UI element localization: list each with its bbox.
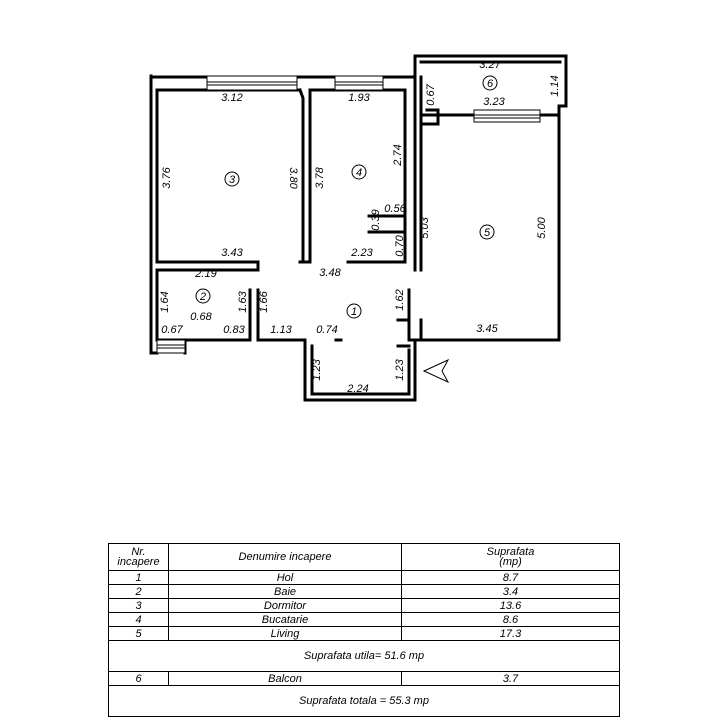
dim-label: 3.23 (483, 96, 505, 108)
header-area-line1: Suprafata (486, 546, 535, 558)
dim-label: 5.03 (419, 216, 431, 238)
table-row: 5 Living 17.3 (108, 626, 620, 641)
dim-label: 0.83 (223, 324, 245, 336)
window-living (473, 109, 541, 123)
dim-label: 1.66 (258, 290, 270, 312)
dim-label: 3.80 (287, 167, 299, 189)
total-area: Suprafata totala = 55.3 mp (108, 685, 620, 717)
window-bath (156, 339, 186, 354)
header-nr-line1: Nr. (131, 546, 146, 558)
room-number-1: 1 (351, 306, 357, 318)
dim-label: 3.43 (221, 247, 243, 259)
header-area-line2: (mp) (499, 556, 522, 568)
dim-label: 0.68 (190, 311, 212, 323)
cell-area: 8.7 (401, 570, 620, 585)
dim-label: 0.67 (161, 324, 183, 336)
floor-plan: 1 2 3 4 5 6 3.12 3.76 3.80 3.43 1.93 3.7… (149, 54, 568, 402)
dim-label: 0.70 (394, 234, 406, 256)
dim-label: 1.23 (311, 358, 323, 380)
cell-nr: 2 (108, 584, 169, 599)
dim-label: 1.13 (270, 324, 292, 336)
dim-label: 5.00 (536, 216, 548, 238)
cell-area: 13.6 (401, 598, 620, 613)
dim-label: 0.67 (425, 83, 437, 105)
useful-area-total: Suprafata utila= 51.6 mp (108, 640, 620, 672)
room-number-3: 3 (229, 174, 236, 186)
room-number-6: 6 (487, 78, 494, 90)
cell-area: 17.3 (401, 626, 620, 641)
dim-label: 3.12 (221, 92, 242, 104)
dim-label: 1.14 (549, 75, 561, 96)
dim-label: 0.74 (316, 324, 337, 336)
header-nr-line2: incapere (117, 556, 160, 568)
window-kitchen (334, 75, 384, 91)
table-row: 2 Baie 3.4 (108, 584, 620, 599)
dim-label: 2.74 (392, 144, 404, 166)
room-number-2: 2 (199, 291, 206, 303)
cell-name: Dormitor (168, 598, 402, 613)
cell-name: Living (168, 626, 402, 641)
dim-label: 1.62 (394, 289, 406, 310)
dim-label: 0.39 (370, 209, 382, 230)
table-row: 1 Hol 8.7 (108, 570, 620, 585)
cell-name: Baie (168, 584, 402, 599)
room-number-4: 4 (356, 167, 362, 179)
dim-label: 0.56 (384, 203, 406, 215)
cell-area: 3.4 (401, 584, 620, 599)
cell-name: Hol (168, 570, 402, 585)
dim-label: 2.24 (346, 383, 368, 395)
total-area-row: Suprafata totala = 55.3 mp (108, 685, 620, 717)
cell-area: 8.6 (401, 612, 620, 627)
window-bedroom (206, 75, 298, 91)
dim-label: 3.48 (319, 267, 341, 279)
table-row: 4 Bucatarie 8.6 (108, 612, 620, 627)
dim-label: 2.23 (350, 247, 373, 259)
cell-nr: 4 (108, 612, 169, 627)
header-area: Suprafata (mp) (401, 543, 620, 571)
cell-nr: 1 (108, 570, 169, 585)
table-header-row: Nr. incapere Denumire incapere Suprafata… (108, 543, 620, 571)
useful-area-row: Suprafata utila= 51.6 mp (108, 640, 620, 672)
cell-nr: 5 (108, 626, 169, 641)
room-number-5: 5 (484, 227, 491, 239)
header-name: Denumire incapere (168, 543, 402, 571)
table-row: 3 Dormitor 13.6 (108, 598, 620, 613)
cell-name: Balcon (168, 671, 402, 686)
cell-name: Bucatarie (168, 612, 402, 627)
dim-label: 3.27 (479, 59, 501, 71)
windows (156, 75, 541, 354)
room-markers: 1 2 3 4 5 6 (195, 75, 498, 319)
dim-label: 3.45 (476, 323, 498, 335)
cell-area: 3.7 (401, 671, 620, 686)
dim-label: 2.19 (194, 268, 216, 280)
dim-label: 1.93 (348, 92, 370, 104)
cell-nr: 6 (108, 671, 169, 686)
dim-label: 1.23 (394, 358, 406, 380)
table-row-balcony: 6 Balcon 3.7 (108, 671, 620, 686)
dim-label: 1.64 (159, 291, 171, 312)
dim-label: 1.63 (237, 290, 249, 312)
cell-nr: 3 (108, 598, 169, 613)
dim-label: 3.78 (314, 166, 326, 188)
dimension-labels: 3.12 3.76 3.80 3.43 1.93 3.78 2.74 0.56 … (159, 59, 561, 395)
header-nr: Nr. incapere (108, 543, 169, 571)
dim-label: 3.76 (161, 166, 173, 188)
room-area-table: Nr. incapere Denumire incapere Suprafata… (108, 543, 620, 717)
entrance-arrow-icon (422, 358, 450, 384)
